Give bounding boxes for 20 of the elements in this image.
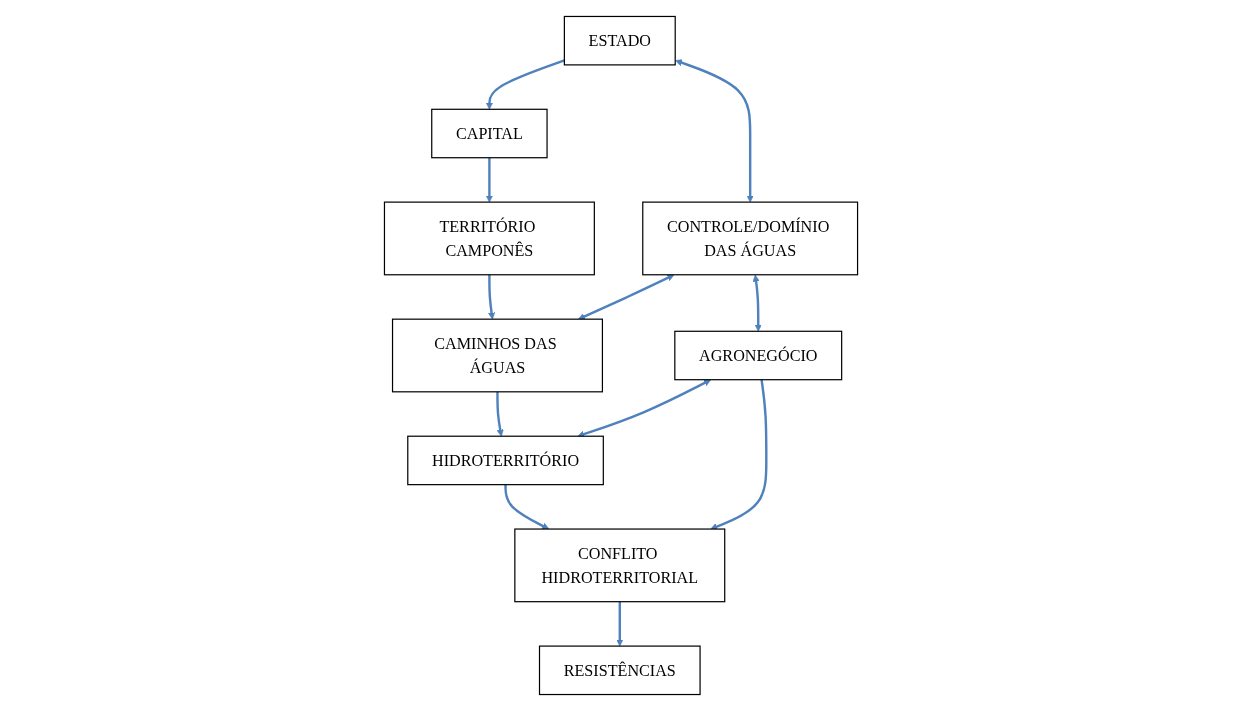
arrow [578,274,675,320]
arrow [616,601,624,647]
arrow [496,391,504,437]
arrow [485,157,493,203]
node-box: CAPITAL [431,108,548,159]
arrow [675,59,754,203]
node-box: ESTADO [563,15,676,66]
node-box: TERRITÓRIO CAMPONÊS [383,201,595,276]
arrow [488,274,496,320]
arrow [752,274,762,332]
node-box: CAMINHOS DAS ÁGUAS [391,318,603,393]
node-box: CONTROLE/DOMÍNIO DAS ÁGUAS [642,201,859,276]
node-box: RESISTÊNCIAS [538,645,701,696]
arrow [577,379,711,438]
arrow [504,484,550,530]
arrow [485,59,565,110]
node-box: HIDROTERRITÓRIO [407,435,604,486]
node-box: CONFLITO HIDROTERRITORIAL [514,528,726,603]
arrow [710,379,768,530]
node-box: AGRONEGÓCIO [674,330,843,381]
